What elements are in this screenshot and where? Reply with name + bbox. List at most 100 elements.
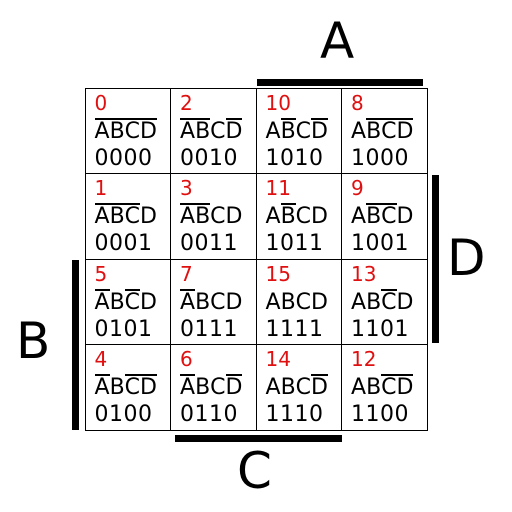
negated-variable: C <box>381 117 397 144</box>
negated-variable: C <box>381 203 397 229</box>
negated-variable: B <box>195 117 211 144</box>
minterm-expression: ABCD <box>266 203 328 230</box>
negated-variable: B <box>109 117 125 144</box>
variable: B <box>366 375 382 400</box>
minterm-expression: ABCD <box>265 374 328 401</box>
minterm-expression: ABCD <box>351 203 413 230</box>
minterm-index: 9 <box>351 176 364 200</box>
variable: B <box>280 289 296 315</box>
variable: D <box>225 289 243 315</box>
variable: D <box>140 204 157 229</box>
minterm-expression: ABCD <box>351 117 414 145</box>
variable: C <box>295 289 312 315</box>
label-a: A <box>320 12 355 70</box>
minterm-binary: 0011 <box>180 231 238 256</box>
variable: A <box>265 289 281 315</box>
c-group-bar <box>175 435 342 442</box>
negated-variable: C <box>381 288 397 315</box>
minterm-index: 10 <box>265 90 291 115</box>
minterm-expression: ABCD <box>351 288 414 316</box>
label-b: B <box>16 312 51 370</box>
minterm-expression: ABCD <box>266 290 328 316</box>
negated-variable: B <box>109 203 125 229</box>
variable: C <box>210 289 226 315</box>
negated-variable: A <box>94 117 110 144</box>
variable: B <box>195 289 211 315</box>
minterm-index: 15 <box>265 261 291 286</box>
minterm-index: 13 <box>351 261 377 286</box>
minterm-expression: ABCD <box>94 374 157 401</box>
minterm-binary: 1011 <box>265 231 324 256</box>
variable: B <box>109 375 125 400</box>
variable: D <box>396 289 414 315</box>
variable: C <box>295 118 312 144</box>
minterm-expression: ABCD <box>266 117 328 145</box>
variable: D <box>225 204 243 229</box>
variable: D <box>311 289 328 315</box>
minterm-binary: 1100 <box>351 402 409 427</box>
minterm-binary: 0001 <box>94 231 153 256</box>
minterm-expression: ABCD <box>180 203 243 230</box>
minterm-binary: 1000 <box>351 145 409 171</box>
minterm-index: 8 <box>351 90 364 115</box>
minterm-index: 2 <box>180 90 193 115</box>
variable: A <box>265 375 281 400</box>
negated-variable: C <box>381 374 397 400</box>
negated-variable: D <box>225 117 243 144</box>
minterm-binary: 1010 <box>265 145 324 171</box>
variable: B <box>109 289 125 315</box>
variable: A <box>351 118 367 144</box>
minterm-binary: 0111 <box>180 316 238 342</box>
minterm-index: 1 <box>94 176 108 200</box>
negated-variable: D <box>311 374 328 400</box>
negated-variable: A <box>180 203 196 229</box>
negated-variable: D <box>140 117 157 144</box>
variable: A <box>351 204 367 229</box>
minterm-index: 11 <box>265 176 291 200</box>
minterm-expression: ABCD <box>180 117 243 145</box>
minterm-index: 12 <box>351 347 377 371</box>
negated-variable: B <box>366 117 382 144</box>
negated-variable: A <box>180 117 196 144</box>
negated-variable: B <box>280 117 296 144</box>
minterm-binary: 1001 <box>351 231 409 256</box>
minterm-expression: ABCD <box>94 288 157 316</box>
negated-variable: D <box>140 374 157 400</box>
negated-variable: C <box>124 374 141 400</box>
d-group-bar <box>432 175 439 343</box>
negated-variable: B <box>280 203 296 229</box>
minterm-binary: 0100 <box>94 402 153 427</box>
variable: A <box>351 375 367 400</box>
label-d: D <box>447 229 486 287</box>
negated-variable: D <box>225 374 243 400</box>
minterm-expression: ABCD <box>180 288 243 316</box>
negated-variable: A <box>94 203 110 229</box>
negated-variable: C <box>124 203 141 229</box>
negated-variable: D <box>396 117 414 144</box>
negated-variable: A <box>180 374 196 400</box>
negated-variable: C <box>124 117 141 144</box>
variable: D <box>140 289 157 315</box>
minterm-binary: 0101 <box>94 316 153 342</box>
label-c: C <box>237 442 272 500</box>
minterm-expression: ABCD <box>351 374 414 401</box>
minterm-binary: 0000 <box>94 145 153 171</box>
a-group-bar <box>257 79 423 86</box>
minterm-expression: ABCD <box>180 374 243 401</box>
variable: A <box>351 289 367 315</box>
negated-variable: D <box>396 374 414 400</box>
